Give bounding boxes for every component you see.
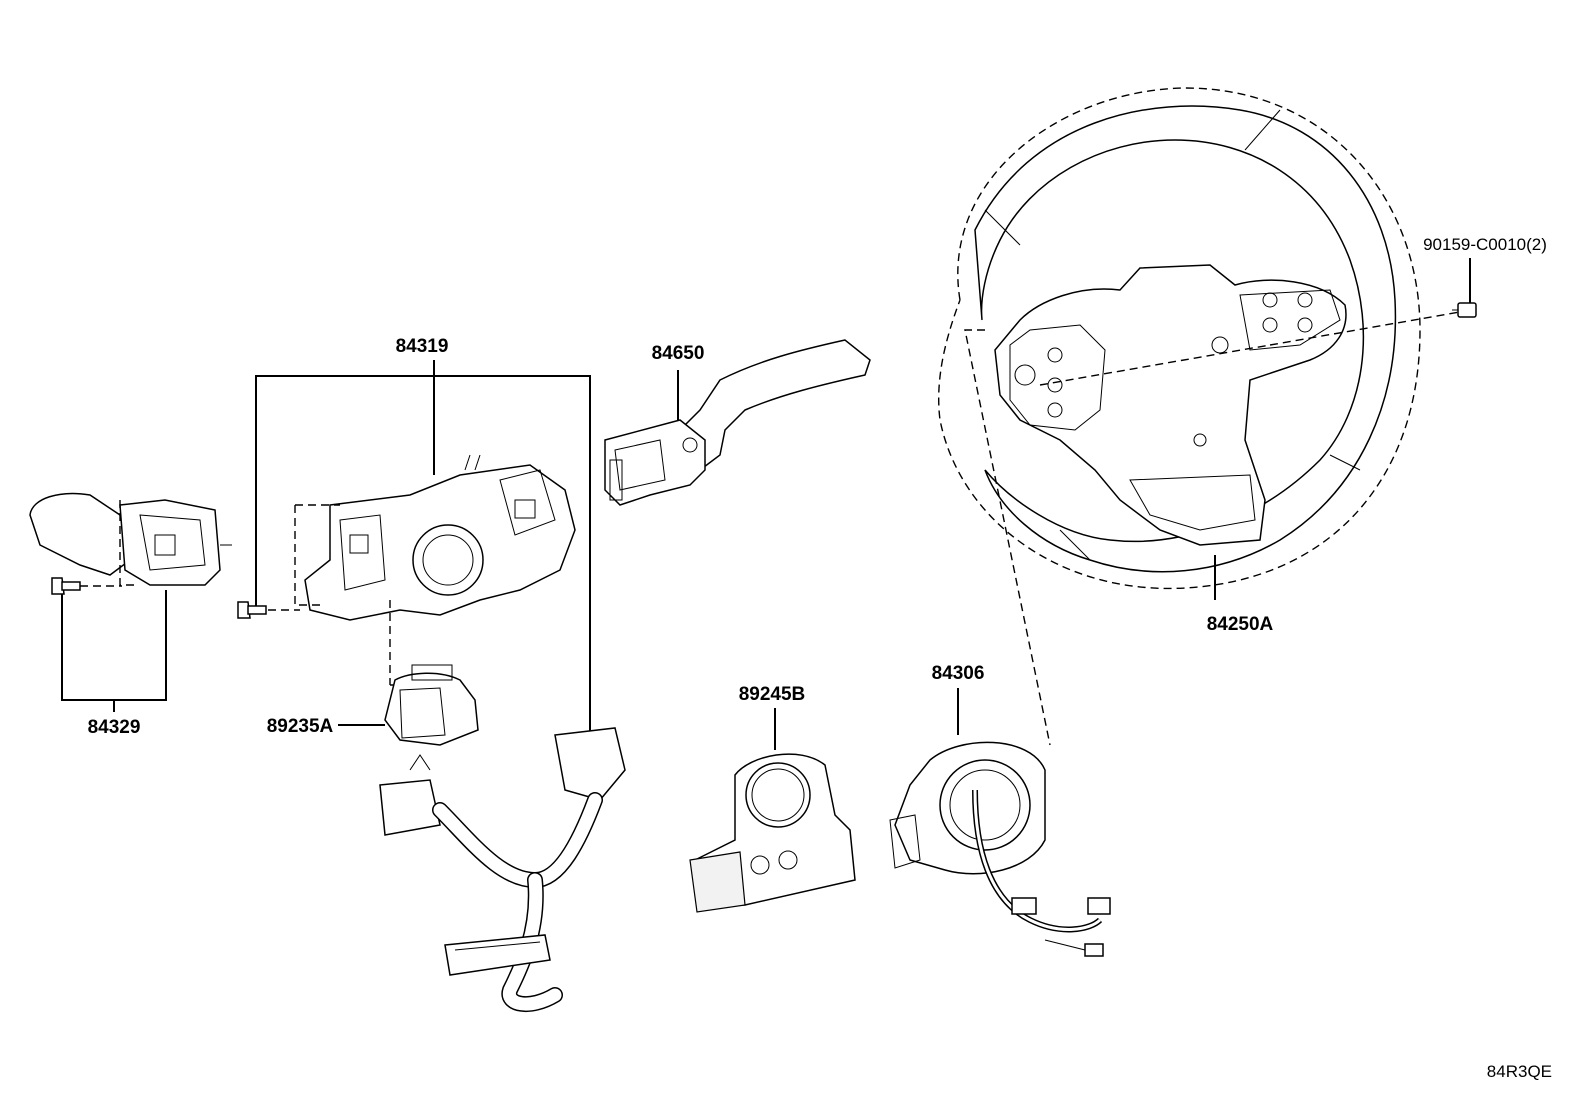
spiral-cable-drawing [889,688,1111,957]
bolt-90159-drawing [1452,258,1477,318]
diagram-code: 84R3QE [1487,1062,1552,1081]
label-89235a: 89235A [267,716,334,737]
wiper-switch-drawing [604,339,871,506]
turn-signal-switch-drawing [29,492,232,712]
label-84319: 84319 [396,336,449,357]
label-89245b: 89245B [739,684,806,705]
wire-harness-drawing [379,727,626,1013]
label-84250a: 84250A [1207,614,1274,635]
label-84306: 84306 [932,663,985,684]
label-84650: 84650 [652,343,705,364]
steering-sensor-drawing [689,708,856,913]
combination-switch-drawing [237,360,591,740]
label-84329: 84329 [88,717,141,738]
label-90159-c0010: 90159-C0010(2) [1423,235,1547,254]
switch-89235a-drawing [338,664,479,746]
steering-wheel-drawing [938,87,1461,746]
